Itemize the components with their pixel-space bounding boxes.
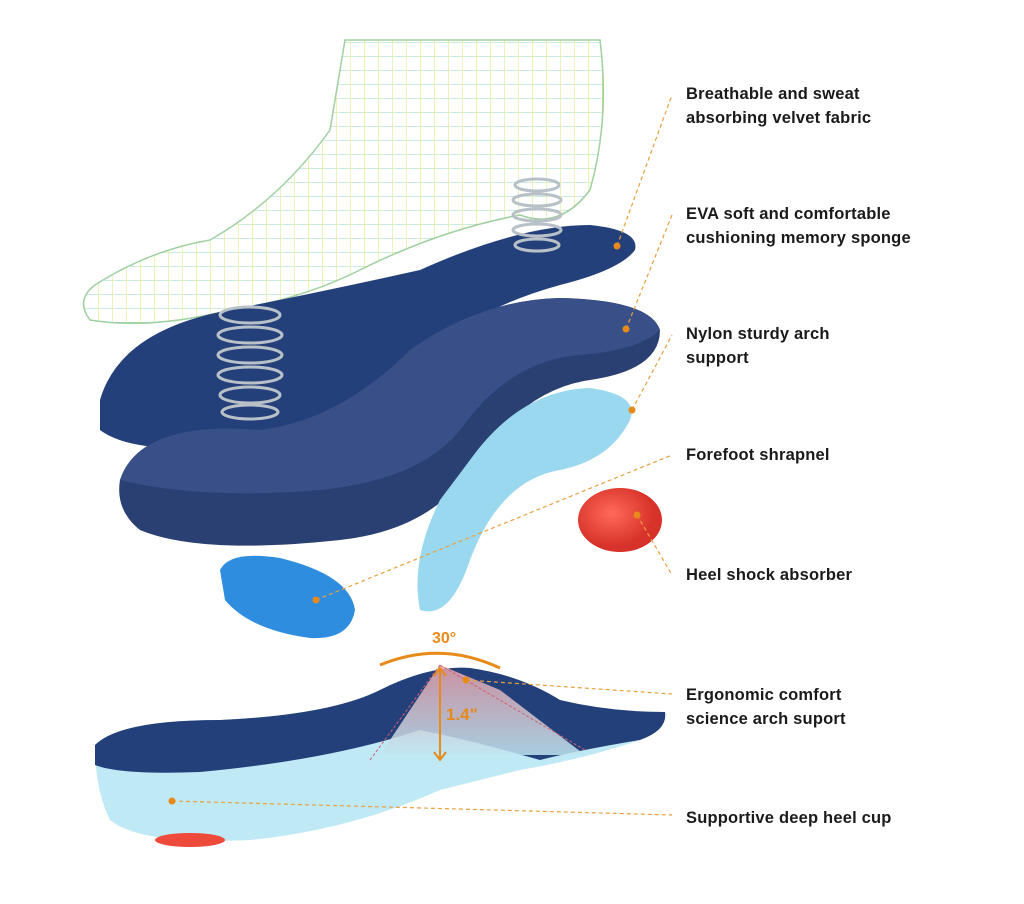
feature-label-eva: EVA soft and comfortable cushioning memo… — [686, 205, 911, 247]
height-arrow — [433, 666, 447, 762]
angle-label: 30° — [432, 630, 457, 647]
forefoot-pad — [220, 555, 355, 639]
feature-label-heel-absorber: Heel shock absorber — [686, 566, 853, 584]
side-view-insole — [95, 651, 666, 847]
angle-arc — [379, 651, 501, 670]
velvet-top-layer — [100, 225, 636, 448]
leader-lines — [171, 94, 673, 816]
feature-label-heel-cup: Supportive deep heel cup — [686, 809, 892, 827]
feature-label-arch: Ergonomic comfort science arch suport — [686, 686, 846, 728]
nylon-arch-support — [417, 388, 632, 612]
feature-label-velvet: Breathable and sweat absorbing velvet fa… — [686, 85, 872, 127]
leader-dots — [168, 242, 641, 805]
height-label: 1.4" — [446, 705, 478, 724]
spring-icon — [216, 177, 563, 421]
feature-label-forefoot: Forefoot shrapnel — [686, 446, 830, 464]
feature-label-nylon: Nylon sturdy arch support — [686, 325, 830, 367]
heel-absorber-pad — [578, 488, 662, 552]
